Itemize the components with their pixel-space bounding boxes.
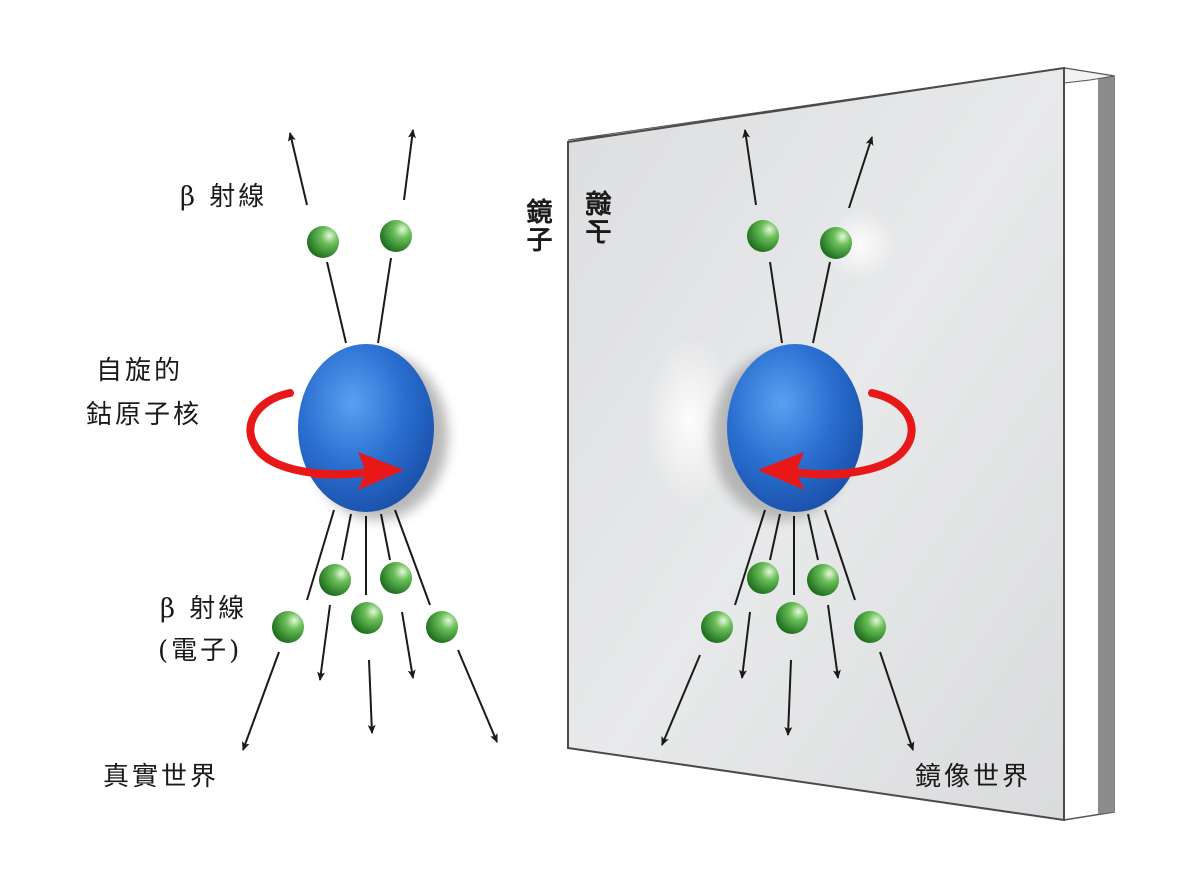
electron (747, 562, 779, 594)
beta-ray-label-top: β 射線 (180, 182, 268, 212)
beta-track-line (824, 509, 856, 601)
beta-track-line (734, 509, 766, 606)
beta-track-line (377, 257, 392, 344)
real-world-label: 真實世界 (103, 762, 220, 792)
beta-ray-arrow (738, 611, 751, 679)
mirror-world-scene (661, 129, 916, 751)
beta-track-line (807, 513, 819, 561)
beta-track-line (394, 509, 431, 606)
beta-ray-arrow (367, 659, 376, 734)
cobalt-nucleus-reflection (727, 344, 863, 512)
electron (380, 220, 412, 252)
electron (854, 611, 886, 643)
electron (351, 602, 383, 634)
beta-track-line (769, 513, 781, 561)
beta-ray-arrow (457, 649, 498, 743)
electron (307, 226, 339, 258)
mirror-world-label: 鏡像世界 (915, 762, 1032, 792)
mirror-label: 鏡子 (522, 198, 552, 254)
spinning-nucleus-label-line2: 鈷原子核 (86, 400, 203, 430)
spin-arrow-head (758, 452, 804, 490)
electron (319, 564, 351, 596)
beta-track-line (769, 261, 783, 344)
mirror-reflection-glow (825, 210, 895, 280)
electron (776, 602, 808, 634)
beta-track-line (326, 261, 347, 344)
electron (701, 611, 733, 643)
beta-track-line (812, 261, 831, 344)
beta-ray-arrow (242, 651, 280, 751)
beta-ray-arrow (661, 654, 701, 746)
beta-ray-label-bottom-line1: β 射線 (160, 594, 248, 624)
beta-ray-label-bottom-line2: (電子) (158, 636, 243, 666)
beta-track-line (306, 509, 335, 601)
mirror-label-reflection: 鏡子 (586, 190, 616, 246)
beta-ray-arrow (848, 136, 874, 209)
electron (380, 562, 412, 594)
beta-ray-arrow (784, 659, 793, 736)
real-world-scene (242, 129, 498, 751)
spin-arrow-head (358, 452, 404, 490)
spin-arrow-front (788, 468, 851, 479)
beta-ray-arrow (742, 129, 757, 206)
mirror-side-shade (1098, 74, 1114, 814)
beta-ray-arrow (827, 604, 841, 679)
cobalt-nucleus (298, 344, 434, 512)
beta-ray-arrow (401, 611, 416, 679)
beta-ray-arrow (879, 651, 915, 751)
beta-track-line (380, 513, 391, 561)
electron (820, 227, 852, 259)
spinning-nucleus-label-line1: 自旋的 (96, 356, 184, 386)
electron (272, 611, 304, 643)
beta-ray-arrow (287, 132, 308, 206)
spin-arrow-front (311, 468, 374, 479)
electron (426, 611, 458, 643)
beta-ray-arrow (317, 604, 331, 681)
electron (747, 220, 779, 252)
beta-ray-arrow (403, 129, 416, 201)
mirror-reflection-glow (645, 335, 735, 505)
beta-track-line (341, 513, 352, 561)
electron (807, 564, 839, 596)
